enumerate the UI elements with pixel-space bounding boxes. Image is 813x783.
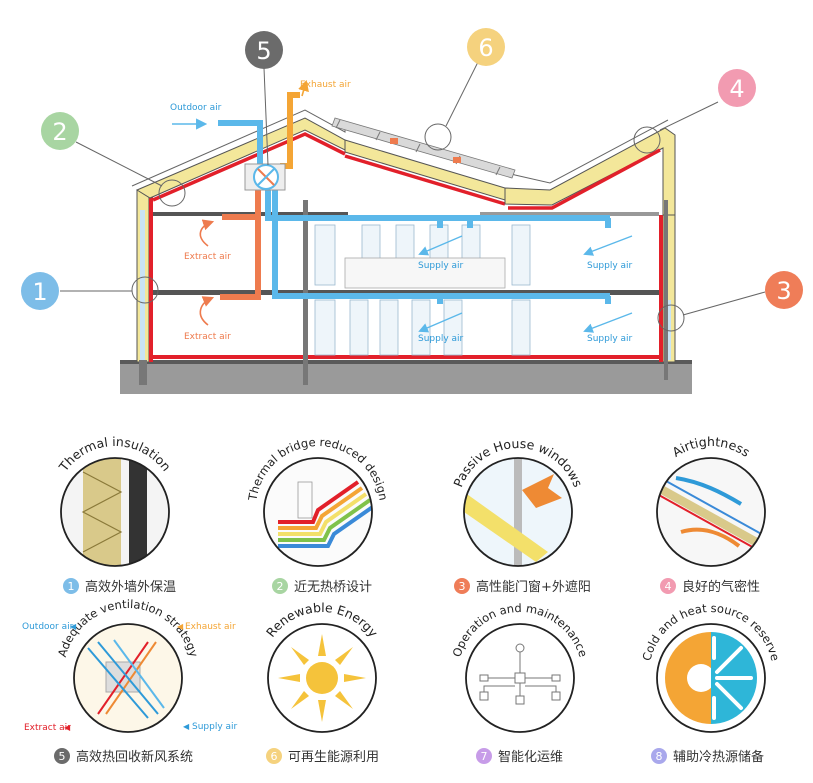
airtightness-icon [657,458,765,566]
thermal-bridge-icon [264,458,372,566]
sun-icon [278,634,366,722]
building-section-diagram: Outdoor air Exhaust air Extract air Extr… [21,28,803,394]
arrow-glyph-icon: ◀ [177,622,184,631]
caption-3: 3 高性能门窗+外遮阳 [454,578,591,595]
callout-3: 3 [765,271,803,309]
vent-supply-label: Supply air [192,722,238,732]
svg-text:7: 7 [481,750,488,763]
outdoor-air-label: Outdoor air [170,103,222,113]
caption-2: 2 近无热桥设计 [272,578,372,595]
svg-text:3: 3 [459,580,466,593]
caption-8: 8 辅助冷热源储备 [651,748,764,765]
ventilation-icon [74,624,182,732]
ground-slab [120,362,692,394]
svg-text:4: 4 [729,75,744,103]
arrow-glyph-icon: ◀ [70,622,77,631]
callout-5: 5 [245,31,283,69]
svg-text:高效外墙外保温: 高效外墙外保温 [85,579,176,595]
solar-panels [331,117,516,179]
caption-4: 4 良好的气密性 [660,578,760,595]
heat-recovery-unit [244,163,286,191]
svg-text:8: 8 [656,750,663,763]
svg-text:5: 5 [59,750,66,763]
svg-text:智能化运维: 智能化运维 [498,750,563,765]
svg-text:3: 3 [776,277,791,305]
svg-text:良好的气密性: 良好的气密性 [682,579,760,595]
svg-text:1: 1 [32,278,47,306]
extract-ducts [220,185,261,300]
arrow-glyph-icon: ◀ [183,722,190,731]
svg-text:Renewable Energy: Renewable Energy [263,600,382,640]
insulation-wall-icon [61,458,169,566]
caption-6: 6 可再生能源利用 [266,748,379,765]
vent-outdoor-label: Outdoor air [22,622,74,632]
sun-snowflake-icon [665,632,757,724]
callout-6: 6 [467,28,505,66]
caption-7: 7 智能化运维 [476,748,563,765]
svg-text:可再生能源利用: 可再生能源利用 [288,750,379,765]
vent-extract-label: Extract air [24,723,71,733]
svg-text:高性能门窗+外遮阳: 高性能门窗+外遮阳 [476,579,591,595]
callout-1: 1 [21,272,59,310]
svg-text:近无热桥设计: 近无热桥设计 [294,580,372,595]
caption-1: 1 高效外墙外保温 [63,578,176,595]
building-envelope [131,109,676,363]
arrow-glyph-icon: ◀ [64,723,71,732]
arc-title: Operation and maintenance [450,601,591,659]
feature-ventilation: Adequate ventilation strategy [55,597,201,733]
svg-text:Airtightness: Airtightness [669,434,752,460]
svg-text:1: 1 [68,580,75,593]
svg-text:2: 2 [52,118,67,146]
svg-text:2: 2 [277,580,284,593]
feature-thermal-insulation: Thermal insulation [55,434,174,567]
svg-text:4: 4 [665,580,672,593]
passive-window-icon [464,458,572,566]
feature-cold-heat-reserve: Cold and heat source reserve [640,601,782,733]
vent-exhaust-label: Exhaust air [185,622,236,632]
interior-glazing [314,224,531,356]
svg-text:高效热回收新风系统: 高效热回收新风系统 [76,749,193,765]
operation-network-icon [479,643,561,705]
supply-air-label-ul: Supply air [418,261,464,271]
svg-text:辅助冷热源储备: 辅助冷热源储备 [673,749,764,765]
feature-airtightness: Airtightness [656,434,766,567]
svg-text:5: 5 [256,37,271,65]
supply-ducts [218,120,611,304]
feature-operation-maintenance: Operation and maintenance [450,601,591,733]
supply-air-label-ur: Supply air [587,261,633,271]
callout-4: 4 [718,69,756,107]
svg-text:6: 6 [271,750,278,763]
callout-2: 2 [41,112,79,150]
svg-text:6: 6 [478,34,493,62]
extract-air-label-bottom: Extract air [184,332,231,342]
feature-passive-windows: Passive House windows [450,436,586,567]
arc-title: Airtightness [669,434,752,460]
arc-title: Renewable Energy [263,600,382,640]
exhaust-air-label: Exhaust air [300,80,351,90]
feature-grid: Thermal insulation Thermal bridge reduce… [22,434,782,765]
extract-air-label-top: Extract air [184,252,231,262]
feature-thermal-bridge: Thermal bridge reduced design [245,435,391,567]
caption-5: 5 高效热回收新风系统 [54,748,193,765]
supply-air-label-lr: Supply air [587,334,633,344]
supply-air-label-ll: Supply air [418,334,464,344]
feature-renewable-energy: Renewable Energy [263,600,382,733]
svg-text:Operation and maintenance: Operation and maintenance [450,601,591,659]
